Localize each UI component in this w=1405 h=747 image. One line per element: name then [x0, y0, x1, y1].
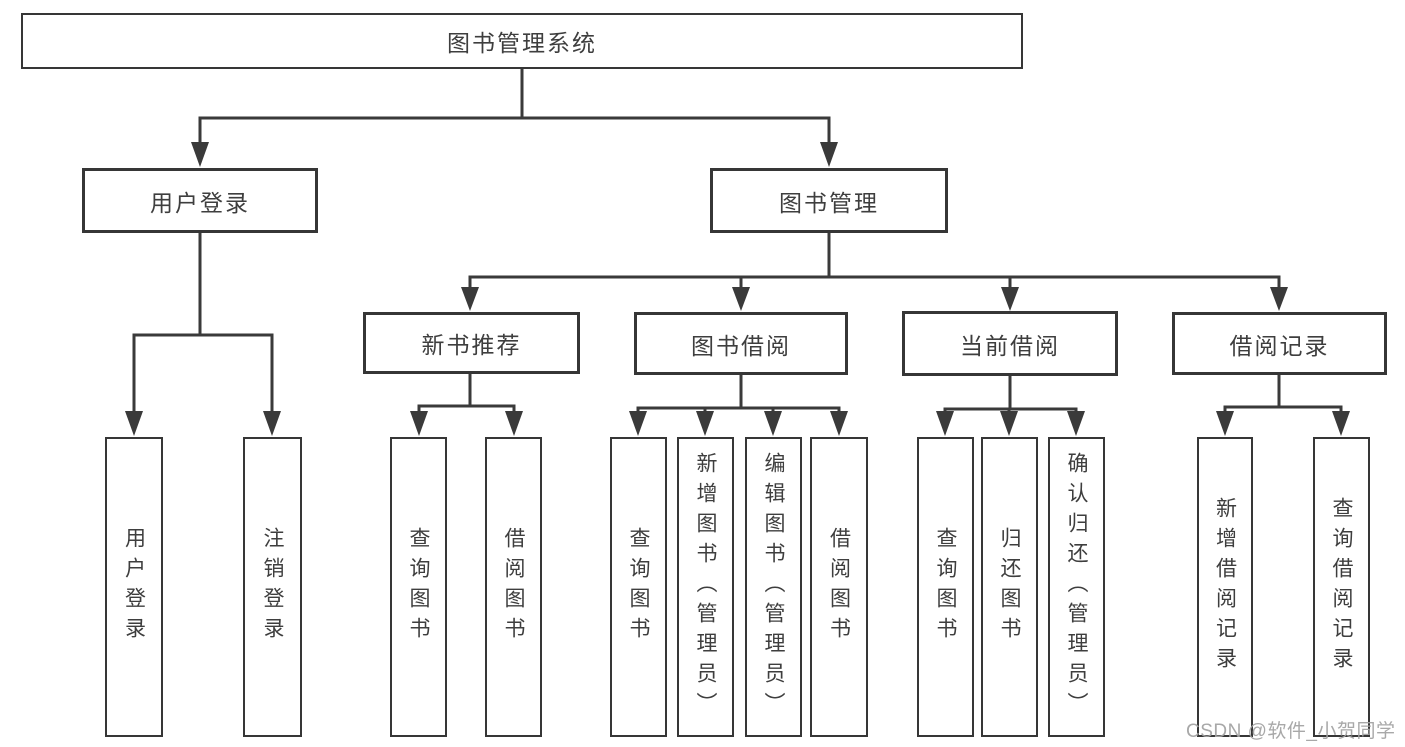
leaf-return-books: 归还图书	[981, 437, 1038, 737]
connector-newbooks-to-leaves	[410, 372, 523, 436]
node-borrow-records-label: 借阅记录	[1229, 332, 1330, 359]
leaf-return-books-label: 归还图书	[998, 527, 1021, 647]
node-root-label: 图书管理系统	[447, 30, 597, 56]
connector-bookmgmt-to-level3	[461, 231, 1288, 311]
node-book-management: 图书管理	[710, 168, 948, 233]
csdn-watermark: CSDN @软件_小贺同学	[1186, 721, 1396, 742]
leaf-add-borrow-record: 新增借阅记录	[1197, 437, 1253, 737]
node-new-book-recommend: 新书推荐	[363, 312, 580, 374]
leaf-edit-books-admin: 编辑图书（管理员）	[745, 437, 802, 737]
leaf-logout: 注销登录	[243, 437, 302, 737]
node-book-borrow-label: 图书借阅	[691, 332, 791, 359]
leaf-query-books-newbooks-label: 查询图书	[407, 527, 430, 647]
node-book-management-label: 图书管理	[779, 189, 879, 216]
node-current-borrow-label: 当前借阅	[960, 332, 1060, 359]
leaf-query-borrow-record-label: 查询借阅记录	[1330, 497, 1353, 677]
leaf-add-books-admin-label: 新增图书（管理员）	[694, 452, 717, 722]
leaf-borrow-books-newbooks: 借阅图书	[485, 437, 542, 737]
leaf-borrow-books: 借阅图书	[810, 437, 868, 737]
leaf-user-login: 用户登录	[105, 437, 163, 737]
connector-root-to-level2	[191, 67, 838, 167]
leaf-borrow-books-label: 借阅图书	[827, 527, 851, 647]
leaf-logout-label: 注销登录	[261, 527, 284, 647]
node-borrow-records: 借阅记录	[1172, 312, 1387, 375]
leaf-query-books-newbooks: 查询图书	[390, 437, 447, 737]
node-new-book-recommend-label: 新书推荐	[421, 332, 522, 358]
connector-userlogin-to-leaves	[125, 231, 281, 436]
node-user-login: 用户登录	[82, 168, 318, 233]
leaf-confirm-return-admin: 确认归还（管理员）	[1048, 437, 1105, 737]
leaf-confirm-return-admin-label: 确认归还（管理员）	[1065, 452, 1088, 722]
leaf-query-borrow-record: 查询借阅记录	[1313, 437, 1370, 737]
leaf-add-books-admin: 新增图书（管理员）	[677, 437, 734, 737]
leaf-query-books-current: 查询图书	[917, 437, 974, 737]
node-root-library-system: 图书管理系统	[21, 13, 1023, 69]
node-book-borrow: 图书借阅	[634, 312, 848, 375]
connector-currentborrow-to-leaves	[936, 374, 1085, 436]
node-current-borrow: 当前借阅	[902, 311, 1118, 376]
leaf-query-books-borrow-label: 查询图书	[627, 527, 650, 647]
node-user-login-label: 用户登录	[150, 189, 250, 216]
leaf-add-borrow-record-label: 新增借阅记录	[1213, 497, 1237, 677]
leaf-user-login-label: 用户登录	[122, 527, 146, 647]
leaf-borrow-books-newbooks-label: 借阅图书	[502, 527, 525, 647]
leaf-query-books-current-label: 查询图书	[934, 527, 957, 647]
connector-borrowrecords-to-leaves	[1216, 373, 1350, 436]
leaf-edit-books-admin-label: 编辑图书（管理员）	[762, 452, 785, 722]
leaf-query-books-borrow: 查询图书	[610, 437, 667, 737]
connector-bookborrow-to-leaves	[629, 373, 848, 436]
